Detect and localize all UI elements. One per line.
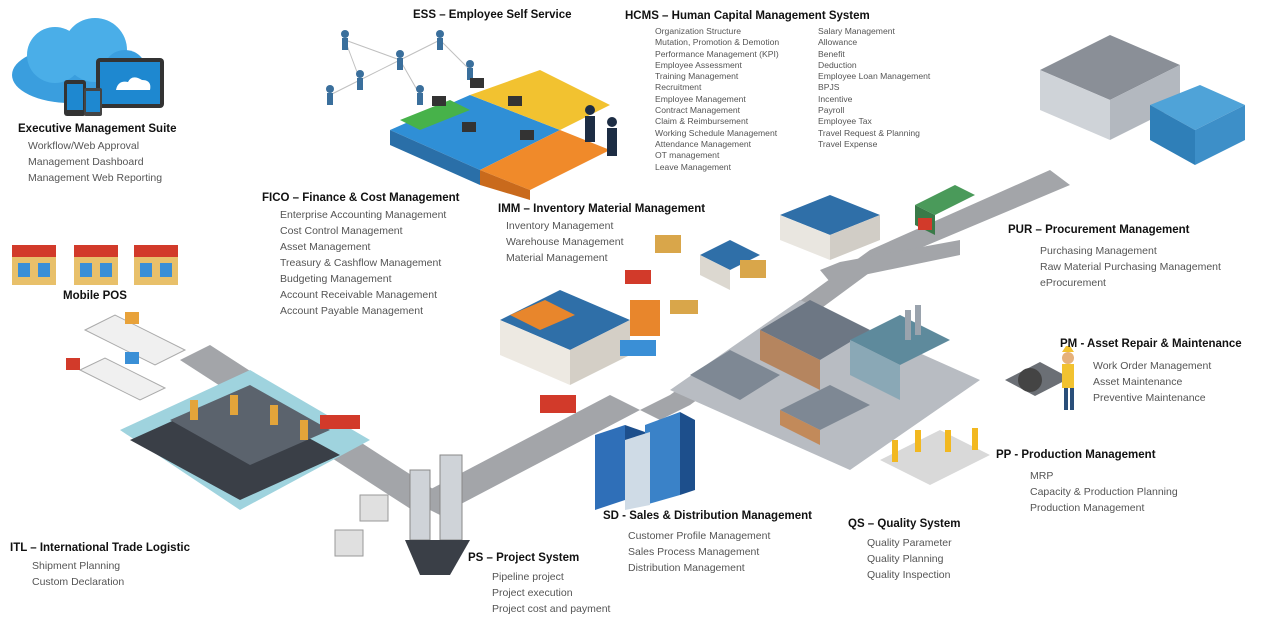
- fico-title: FICO – Finance & Cost Management: [262, 192, 460, 204]
- list-item: Travel Expense: [818, 138, 878, 149]
- pm-title: PM - Asset Repair & Maintenance: [1060, 338, 1242, 350]
- list-item: Capacity & Production Planning: [1030, 486, 1178, 498]
- list-item: Budgeting Management: [280, 273, 392, 285]
- qs-items: Quality Parameter Quality Planning Quali…: [867, 535, 952, 583]
- list-item: Claim & Reimbursement: [655, 116, 749, 127]
- inventory-warehouse-icon: [500, 235, 766, 413]
- list-item: Project execution: [492, 587, 573, 599]
- list-item: Travel Request & Planning: [818, 127, 920, 138]
- silo-icon: [334, 454, 470, 575]
- pp-title: PP - Production Management: [996, 449, 1156, 461]
- ems-items: Workflow/Web Approval Management Dashboa…: [28, 138, 162, 186]
- list-item: Work Order Management: [1093, 360, 1212, 372]
- list-item: Project cost and payment: [492, 603, 611, 615]
- list-item: Custom Declaration: [32, 576, 125, 588]
- ess-title: ESS – Employee Self Service: [413, 9, 572, 21]
- list-item: BPJS: [818, 82, 840, 93]
- list-item: Attendance Management: [655, 138, 752, 149]
- list-item: Pipeline project: [492, 571, 564, 583]
- sd-items: Customer Profile Management Sales Proces…: [628, 528, 770, 576]
- pos-shops-icon: [12, 245, 178, 285]
- pur-title: PUR – Procurement Management: [1008, 224, 1190, 236]
- list-item: Salary Management: [818, 26, 895, 36]
- list-item: Shipment Planning: [32, 560, 121, 572]
- list-item: Production Management: [1030, 502, 1145, 514]
- pos-title: Mobile POS: [63, 290, 127, 302]
- list-item: Quality Parameter: [867, 537, 952, 549]
- list-item: Benefit: [818, 48, 845, 59]
- list-item: Training Management: [655, 71, 739, 82]
- list-item: Enterprise Accounting Management: [280, 209, 447, 221]
- list-item: Asset Management: [280, 241, 371, 253]
- logistics-trucks-icon: [66, 312, 187, 401]
- list-item: eProcurement: [1040, 277, 1106, 289]
- list-item: Inventory Management: [506, 220, 614, 232]
- list-item: Cost Control Management: [280, 225, 403, 237]
- list-item: Account Receivable Management: [280, 289, 438, 301]
- list-item: Distribution Management: [628, 562, 745, 574]
- list-item: Allowance: [818, 37, 858, 48]
- cloud-devices-icon: [12, 18, 164, 116]
- production-line-icon: [880, 428, 990, 485]
- list-item: Treasury & Cashflow Management: [280, 257, 442, 269]
- list-item: Mutation, Promotion & Demotion: [655, 37, 780, 48]
- list-item: Payroll: [818, 105, 845, 116]
- list-item: Workflow/Web Approval: [28, 140, 140, 152]
- pur-items: Purchasing Management Raw Material Purch…: [1040, 243, 1221, 291]
- hcms-col2: Salary Management Allowance Benefit Dedu…: [818, 26, 930, 150]
- list-item: Asset Maintenance: [1093, 376, 1183, 388]
- hcms-title: HCMS – Human Capital Management System: [625, 10, 870, 22]
- list-item: Sales Process Management: [628, 546, 760, 558]
- list-item: Working Schedule Management: [655, 127, 778, 138]
- imm-title: IMM – Inventory Material Management: [498, 203, 706, 215]
- pp-items: MRP Capacity & Production Planning Produ…: [1030, 468, 1178, 516]
- list-item: Employee Tax: [818, 116, 872, 127]
- fico-items: Enterprise Accounting Management Cost Co…: [280, 207, 446, 319]
- list-item: Employee Management: [655, 93, 746, 104]
- ps-title: PS – Project System: [468, 552, 580, 564]
- list-item: Incentive: [818, 93, 853, 104]
- list-item: Warehouse Management: [506, 236, 624, 248]
- list-item: Preventive Maintenance: [1093, 392, 1206, 404]
- maintenance-worker-icon: [1005, 346, 1074, 410]
- list-item: MRP: [1030, 470, 1054, 482]
- list-item: Purchasing Management: [1040, 245, 1157, 257]
- list-item: OT management: [655, 150, 720, 161]
- puzzle-office-icon: [390, 70, 617, 200]
- list-item: Quality Planning: [867, 553, 944, 565]
- list-item: Deduction: [818, 59, 857, 70]
- pm-items: Work Order Management Asset Maintenance …: [1093, 358, 1211, 406]
- factory-complex-icon: [670, 300, 980, 470]
- port-ship-icon: [120, 370, 370, 510]
- list-item: Account Payable Management: [280, 305, 424, 317]
- skyscrapers-icon: [595, 412, 695, 510]
- list-item: Quality Inspection: [867, 569, 951, 581]
- procurement-warehouse-icon: [780, 185, 975, 260]
- imm-items: Inventory Management Warehouse Managemen…: [506, 218, 624, 266]
- list-item: Management Dashboard: [28, 156, 144, 168]
- itl-title: ITL – International Trade Logistic: [10, 542, 190, 554]
- sd-title: SD - Sales & Distribution Management: [603, 510, 812, 522]
- list-item: Employee Loan Management: [818, 71, 931, 82]
- list-item: Material Management: [506, 252, 608, 264]
- list-item: Contract Management: [655, 105, 741, 116]
- list-item: Raw Material Purchasing Management: [1040, 261, 1221, 273]
- list-item: Performance Management (KPI): [655, 48, 779, 59]
- list-item: Management Web Reporting: [28, 172, 163, 184]
- people-network-icon: [326, 30, 474, 105]
- list-item: Customer Profile Management: [628, 530, 771, 542]
- list-item: Recruitment: [655, 82, 702, 93]
- ps-items: Pipeline project Project execution Proje…: [492, 569, 610, 617]
- list-item: Organization Structure: [655, 26, 741, 36]
- list-item: Leave Management: [655, 161, 731, 172]
- main-warehouse-icon: [1040, 35, 1245, 165]
- list-item: Employee Assessment: [655, 59, 742, 70]
- qs-title: QS – Quality System: [848, 518, 961, 530]
- hcms-col1: Organization Structure Mutation, Promoti…: [655, 26, 779, 173]
- itl-items: Shipment Planning Custom Declaration: [32, 558, 124, 590]
- ems-title: Executive Management Suite: [18, 123, 177, 135]
